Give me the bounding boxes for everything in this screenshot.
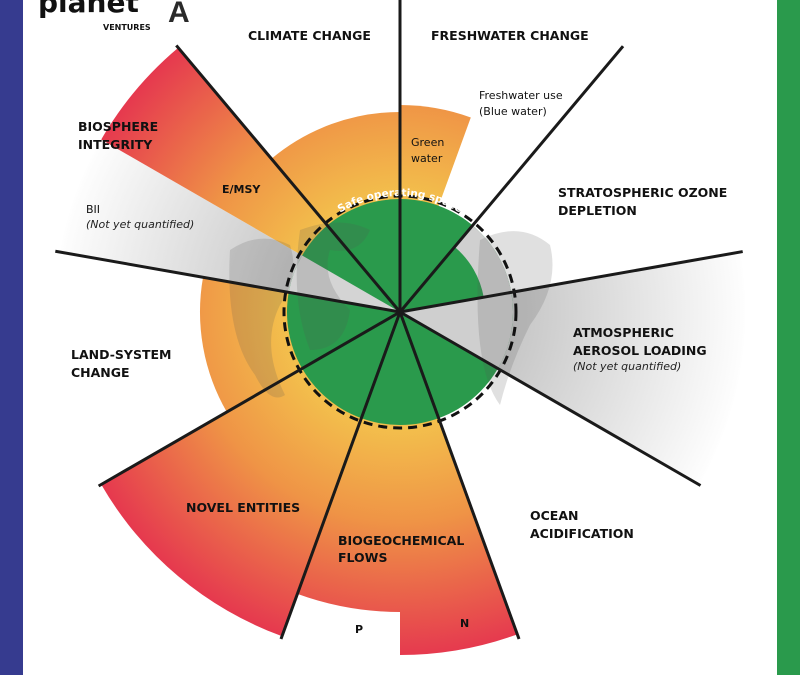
logo-sub: VENTURES (103, 23, 151, 32)
wedge-aerosol-inner (400, 292, 513, 369)
label-ocean-2: ACIDIFICATION (530, 526, 634, 541)
sector-dividers (55, 0, 743, 640)
label-aerosol-2: AEROSOL LOADING (573, 343, 707, 358)
label-ocean-1: OCEAN (530, 508, 578, 523)
label-phosphorus: P (355, 623, 363, 636)
label-ozone-2: DEPLETION (558, 203, 637, 218)
sector-divider-line (398, 45, 625, 313)
logo-mark: A (168, 0, 190, 29)
sector-divider-line (399, 310, 702, 487)
boundary-wedges (60, 47, 745, 655)
label-ozone-1: STRATOSPHERIC OZONE (558, 185, 727, 200)
sector-divider-line (97, 310, 401, 488)
label-blue-water-2: (Blue water) (479, 105, 547, 118)
label-freshwater-change: FRESHWATER CHANGE (431, 28, 589, 43)
label-aerosol-note: (Not yet quantified) (573, 360, 681, 373)
label-biogeochemical-2: FLOWS (338, 550, 387, 565)
label-climate-change: CLIMATE CHANGE (248, 28, 371, 43)
label-novel-entities: NOVEL ENTITIES (186, 500, 300, 515)
sector-divider-line (399, 250, 743, 314)
wedge-bii-inner (288, 255, 400, 312)
left-border (0, 0, 23, 675)
wedge-ozone-inner (400, 246, 484, 312)
label-biosphere-1: BIOSPHERE (78, 119, 158, 134)
label-land-system-1: LAND-SYSTEM (71, 347, 171, 362)
logo: planet VENTURES A (38, 0, 190, 32)
sector-divider-line (55, 249, 401, 314)
label-green-water-1: Green (411, 136, 444, 149)
label-aerosol-1: ATMOSPHERIC (573, 325, 674, 340)
sector-divider-line (398, 311, 521, 640)
label-bii: BII (86, 203, 100, 216)
label-nitrogen: N (460, 617, 469, 630)
label-bii-note: (Not yet quantified) (86, 218, 194, 231)
label-land-system-2: CHANGE (71, 365, 130, 380)
sector-divider-line (279, 311, 402, 640)
label-blue-water-1: Freshwater use (479, 89, 563, 102)
logo-word: planet (38, 0, 139, 19)
sector-divider-line (175, 44, 402, 313)
label-biogeochemical-1: BIOGEOCHEMICAL (338, 533, 464, 548)
label-biosphere-2: INTEGRITY (78, 137, 153, 152)
right-border (777, 0, 800, 675)
label-green-water-2: water (411, 152, 443, 165)
label-emsy: E/MSY (222, 183, 261, 196)
